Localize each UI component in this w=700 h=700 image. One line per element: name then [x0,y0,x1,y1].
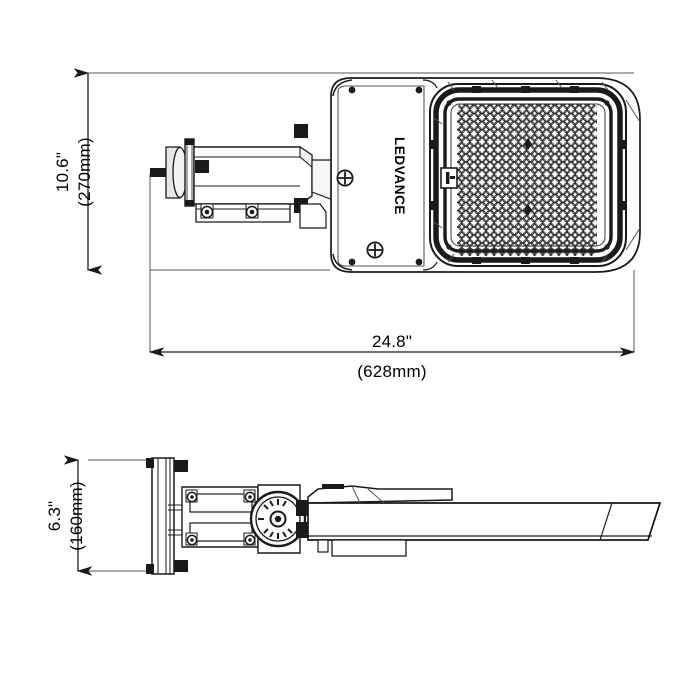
pole-mount-plate-side [146,457,188,575]
bezel-corner-rivets [446,100,610,250]
mounting-bracket-top [150,124,334,229]
led-lens-array [457,104,597,256]
side-view-group: 6.3" (160mm) [45,455,662,576]
mounting-arm-side [181,486,259,548]
dimension-height-inches: 10.6" [53,152,72,192]
dimension-height-side-view: 6.3" (160mm) [45,455,93,576]
bezel-fasteners [431,86,625,264]
dimension-height-millimeters: (270mm) [75,137,94,206]
dimension-side-height-inches: 6.3" [45,501,64,531]
connector-tab-icon [440,167,458,189]
housing-screw-upper [336,169,354,187]
brand-label: LEDVANCE [392,137,407,215]
fixture-body-side [307,484,662,557]
top-view-extension-lines [88,72,635,352]
adjustment-knuckle-side [249,484,308,554]
dimension-height-top-view: 10.6" (270mm) [53,68,103,275]
shell-hatch-marks [433,79,609,263]
dimension-side-height-millimeters: (160mm) [67,481,86,550]
dimension-length-millimeters: (628mm) [357,362,426,381]
top-view-group: 10.6" (270mm) 24.8" (628mm) [53,68,641,381]
housing-taper-lines [625,99,641,251]
dimension-length-top-view: 24.8" (628mm) [148,332,636,381]
dimension-length-inches: 24.8" [372,332,412,351]
fixture-housing-top: LEDVANCE [330,77,641,273]
housing-screw-lower [366,241,384,259]
knuckle-angle-ticks [258,499,293,539]
optic-center-marks [524,138,532,216]
